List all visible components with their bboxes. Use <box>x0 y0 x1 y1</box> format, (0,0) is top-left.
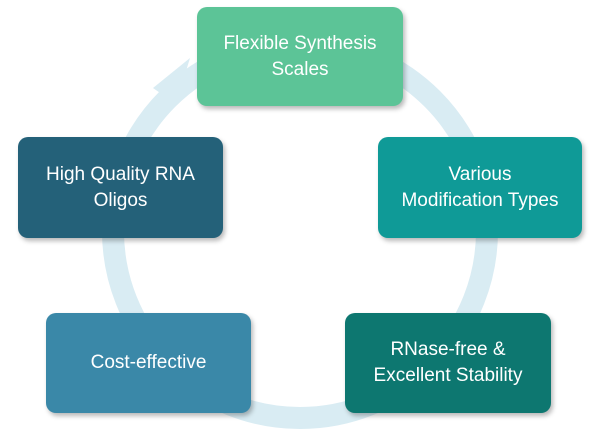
node-high-quality-rna-oligos: High Quality RNA Oligos <box>18 137 223 238</box>
node-flexible-synthesis-scales: Flexible Synthesis Scales <box>197 7 403 106</box>
node-cost-effective: Cost-effective <box>46 313 251 413</box>
node-label: Flexible Synthesis Scales <box>223 32 377 80</box>
node-various-modification-types: Various Modification Types <box>378 137 582 238</box>
cycle-arrowhead-icon <box>153 58 190 104</box>
node-label: Various Modification Types <box>401 163 559 211</box>
node-label: RNase-free & Excellent Stability <box>373 339 523 386</box>
node-label: Cost-effective <box>90 352 207 373</box>
node-label: High Quality RNA Oligos <box>46 163 195 211</box>
node-rnase-free-excellent-stability: RNase-free & Excellent Stability <box>345 313 551 413</box>
